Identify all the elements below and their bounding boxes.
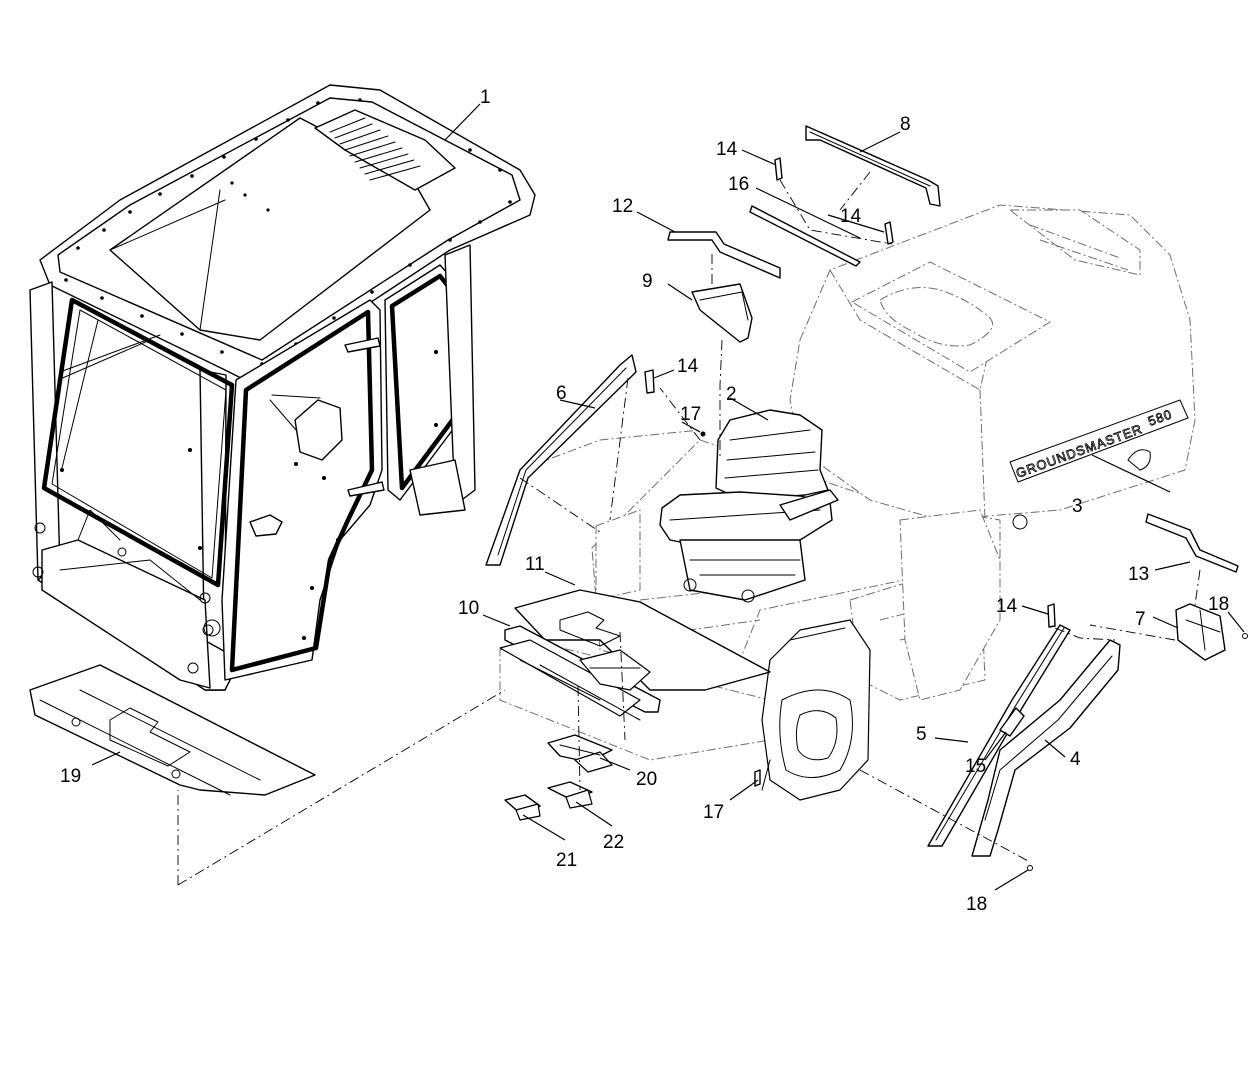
part-13-rod <box>1145 513 1239 573</box>
callout-18-a: 18 <box>1208 594 1229 615</box>
callout-8: 8 <box>900 114 911 135</box>
callout-22: 22 <box>603 832 624 853</box>
callout-2: 2 <box>726 384 737 405</box>
callout-14-a: 14 <box>716 139 738 160</box>
axle-support <box>761 619 871 801</box>
part-14-clips <box>644 157 1056 628</box>
callout-21: 21 <box>556 850 577 871</box>
part-18-fasteners <box>1027 633 1248 871</box>
part-5-trim <box>927 624 1071 847</box>
part-2-seat <box>659 409 839 603</box>
assembly-lines <box>177 171 1201 886</box>
callout-20: 20 <box>636 769 657 790</box>
callout-6: 6 <box>556 383 567 404</box>
callout-15: 15 <box>965 756 986 777</box>
callout-14-c: 14 <box>677 356 699 377</box>
callout-18-b: 18 <box>966 894 987 915</box>
callout-1: 1 <box>480 87 491 108</box>
part-9-bracket <box>691 283 753 343</box>
part-6-trim <box>485 354 637 566</box>
callout-17-b: 17 <box>703 802 724 823</box>
callout-17-a: 17 <box>680 404 701 425</box>
part-8-bracket <box>805 125 941 207</box>
part-4-panel <box>971 639 1121 857</box>
part-16-rod <box>749 205 861 267</box>
callout-16: 16 <box>728 174 749 195</box>
callout-11: 11 <box>525 554 545 575</box>
leader-lines <box>91 103 1245 891</box>
callout-5: 5 <box>916 724 927 745</box>
part-15-trim <box>999 707 1025 737</box>
callout-19: 19 <box>60 766 81 787</box>
callout-10: 10 <box>458 598 479 619</box>
callout-labels: 1 2 3 4 5 6 7 8 9 10 11 12 13 14 14 14 1… <box>60 87 1229 915</box>
callout-14-b: 14 <box>840 206 862 227</box>
part-12-rod <box>667 231 781 279</box>
callout-9: 9 <box>642 271 653 292</box>
cab <box>29 84 536 691</box>
part-22-pad <box>547 781 593 809</box>
part-7-bracket <box>1175 603 1226 661</box>
part-19-floor-mat <box>29 664 316 796</box>
part-10-floor-pan <box>499 625 661 721</box>
part-21-pad <box>504 794 541 821</box>
callout-3: 3 <box>1072 496 1083 517</box>
part-11-mat <box>514 589 771 691</box>
part-17-fastener <box>754 769 761 787</box>
callout-7: 7 <box>1135 609 1146 630</box>
callout-13: 13 <box>1128 564 1149 585</box>
hood-badge <box>1009 399 1189 483</box>
part-20-pad <box>547 734 613 773</box>
callout-12: 12 <box>612 196 633 217</box>
part-17-fastener <box>700 431 706 437</box>
callout-4: 4 <box>1070 749 1081 770</box>
callout-14-d: 14 <box>996 596 1018 617</box>
